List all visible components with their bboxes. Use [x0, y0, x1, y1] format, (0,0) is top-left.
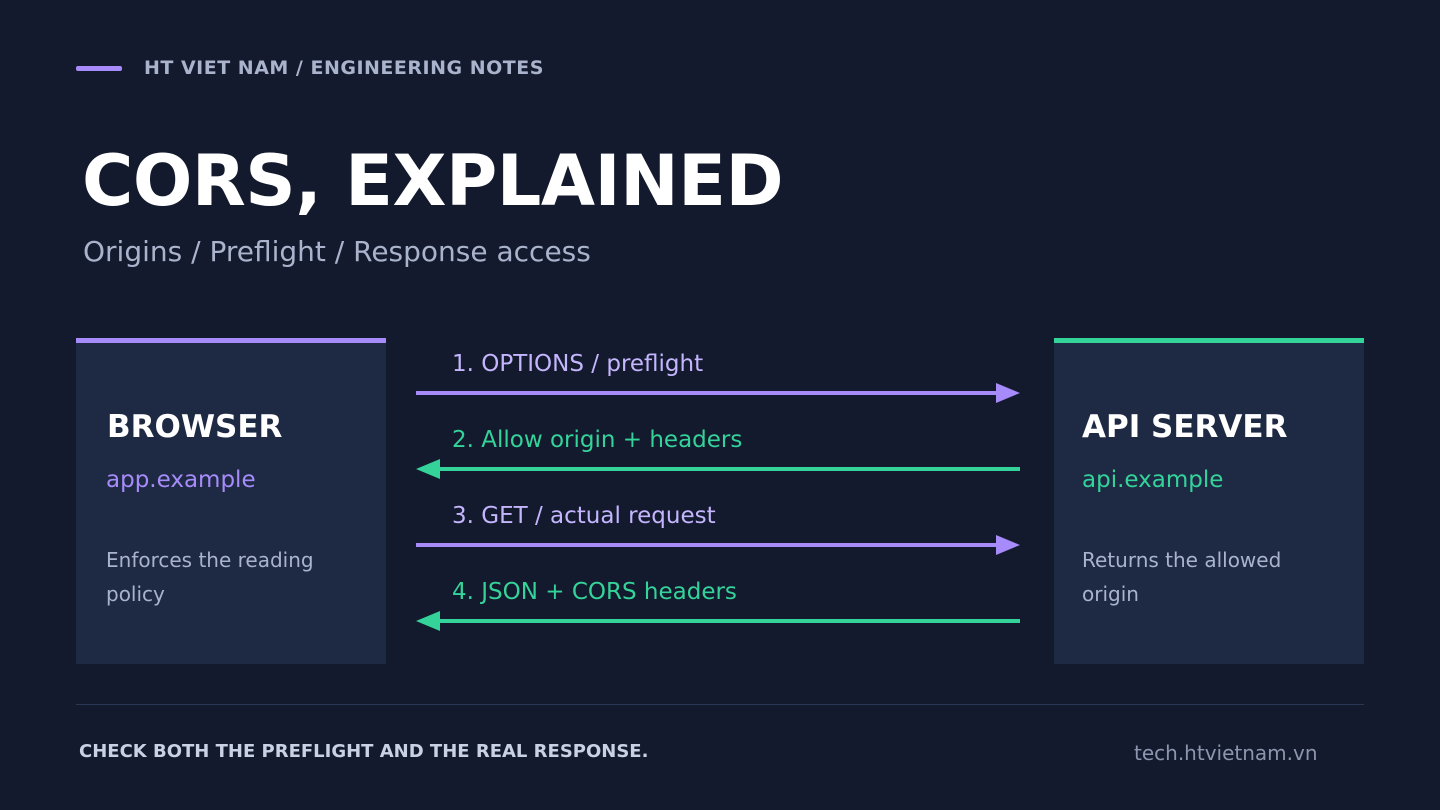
server-title: API SERVER — [1082, 409, 1288, 445]
flow-label-4: 4. JSON + CORS headers — [452, 579, 737, 605]
browser-description: Enforces the reading policy — [106, 548, 314, 606]
server-card: API SERVER api.example Returns the allow… — [1054, 338, 1364, 664]
brand-header: HT VIET NAM / ENGINEERING NOTES — [144, 57, 544, 79]
flow-label-3: 3. GET / actual request — [452, 503, 716, 529]
page-subtitle: Origins / Preflight / Response access — [83, 235, 591, 268]
server-host: api.example — [1082, 467, 1224, 493]
browser-title: BROWSER — [107, 409, 283, 445]
footer-url: tech.htvietnam.vn — [1134, 741, 1318, 765]
footer-note: CHECK BOTH THE PREFLIGHT AND THE REAL RE… — [79, 741, 649, 762]
flow-arrow-3 — [416, 535, 1020, 555]
flow-arrow-2 — [416, 459, 1020, 479]
page-title: CORS, EXPLAINED — [82, 140, 784, 222]
flow-arrow-1 — [416, 383, 1020, 403]
footer-divider — [76, 704, 1364, 705]
flow-label-1: 1. OPTIONS / preflight — [452, 351, 704, 377]
browser-card: BROWSER app.example Enforces the reading… — [76, 338, 386, 664]
flow-arrow-4 — [416, 611, 1020, 631]
server-description: Returns the allowed origin — [1082, 548, 1282, 606]
browser-host: app.example — [106, 467, 256, 493]
brand-accent-bar — [76, 66, 122, 71]
flow-label-2: 2. Allow origin + headers — [452, 427, 743, 453]
